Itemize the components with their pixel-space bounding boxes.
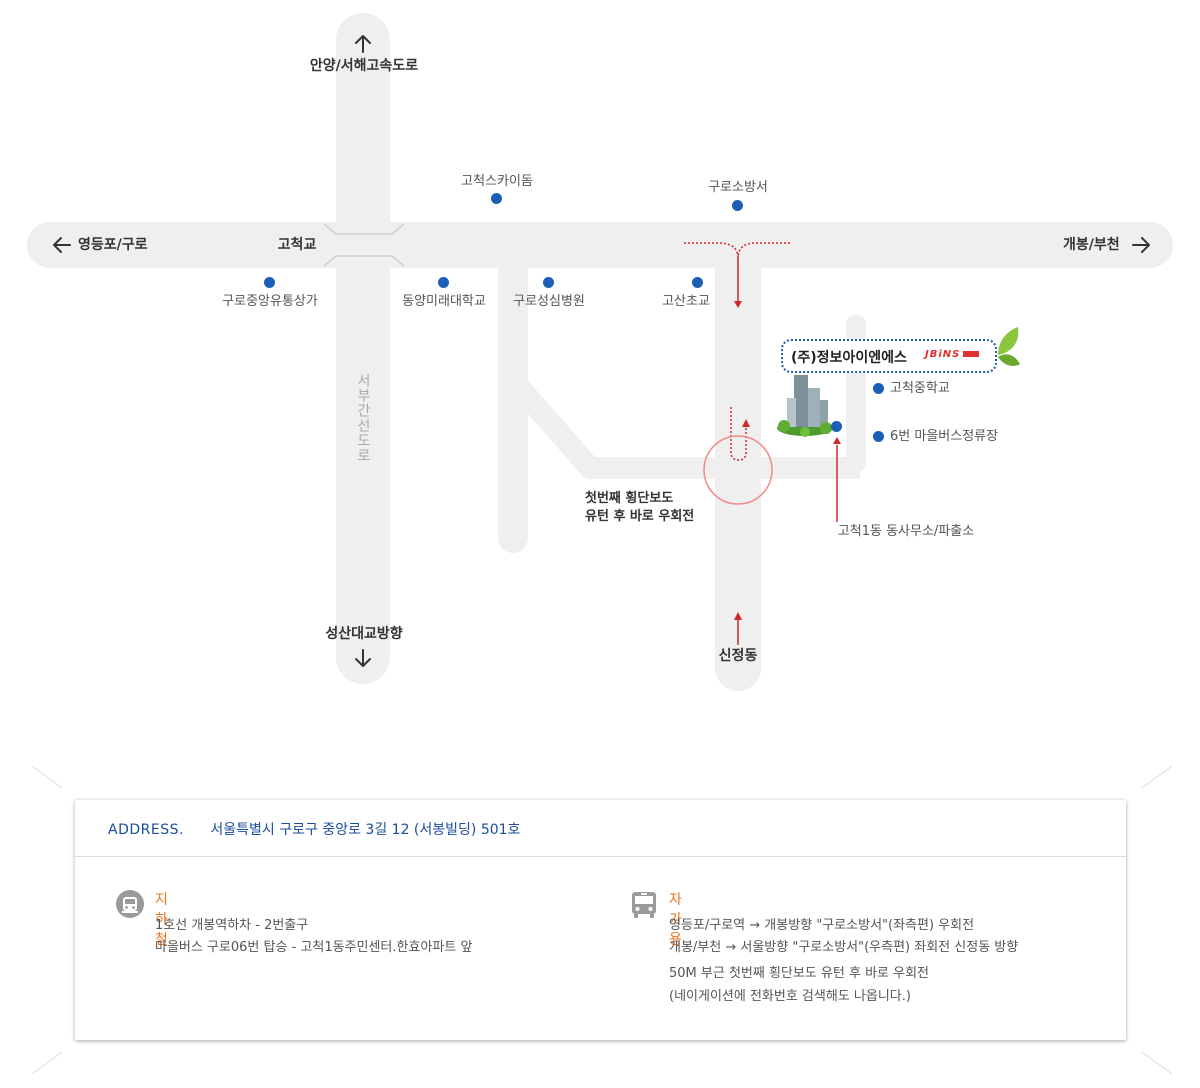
directions-info-card: ADDRESS. 서울특별시 구로구 중앙로 3길 12 (서봉빌딩) 501호… — [75, 800, 1126, 1040]
car-line-3: 50M 부근 첫번째 횡단보도 유턴 후 바로 우회전 — [669, 966, 930, 981]
seobu-road-label: 서부간선도로 — [355, 373, 371, 463]
uturn-note-line1: 첫번째 횡단보도 — [585, 491, 674, 506]
company-logo: JBiNS — [925, 349, 980, 360]
crosswalk-uturn-circle — [703, 435, 773, 505]
divider — [75, 856, 1126, 857]
company-callout: (주)정보아이엔에스 JBiNS — [781, 339, 997, 373]
market-marker — [264, 277, 275, 288]
address-label: ADDRESS. — [108, 822, 184, 838]
car-line-2: 개봉/부천 → 서울방향 "구로소방서"(우측편) 좌회전 신정동 방향 — [669, 940, 1019, 955]
subway-title: 지하철 — [155, 892, 168, 948]
bus-stop-marker-left — [831, 421, 842, 432]
direction-arrows — [53, 35, 1150, 667]
gosan-school-marker — [692, 277, 703, 288]
north-direction-label: 안양/서해고속도로 — [309, 58, 419, 74]
address-text: 서울특별시 구로구 중앙로 3길 12 (서봉빌딩) 501호 — [210, 822, 521, 838]
company-building-illustration — [777, 375, 833, 437]
leaf-icon — [998, 327, 1020, 366]
road-diagonal — [504, 372, 860, 479]
hospital-label: 구로성심병원 — [513, 294, 585, 309]
subway-icon — [116, 890, 144, 918]
skydome-label: 고척스카이돔 — [461, 174, 533, 189]
bus-stop-label: 6번 마을버스정류장 — [890, 429, 999, 444]
gocheok-bridge-label: 고척교 — [277, 237, 317, 253]
gosan-school-label: 고산초교 — [662, 294, 710, 309]
route-lines — [684, 242, 841, 645]
middle-school-label: 고척중학교 — [890, 381, 950, 396]
company-name: (주)정보아이엔에스 — [791, 350, 907, 366]
bus-stop-marker — [873, 431, 884, 442]
dongyang-marker — [438, 277, 449, 288]
address-line: ADDRESS. 서울특별시 구로구 중앙로 3길 12 (서봉빌딩) 501호 — [108, 819, 520, 839]
south-right-direction-label: 신정동 — [718, 648, 758, 664]
west-direction-label: 영등포/구로 — [78, 237, 148, 253]
subway-line-1: 1호선 개봉역하차 - 2번출구 — [155, 918, 309, 933]
car-title: 자가용 — [669, 892, 682, 948]
east-direction-label: 개봉/부천 — [1063, 237, 1120, 253]
hospital-marker — [543, 277, 554, 288]
fire-station-label: 구로소방서 — [708, 180, 768, 195]
bus-icon — [632, 892, 656, 918]
south-left-direction-label: 성산대교방향 — [325, 626, 403, 642]
middle-school-marker — [873, 383, 884, 394]
dongyang-label: 동양미래대학교 — [402, 294, 486, 309]
uturn-note-line2: 유턴 후 바로 우회전 — [585, 509, 695, 524]
fire-station-marker — [732, 200, 743, 211]
bridge-marks — [323, 223, 405, 267]
skydome-marker — [491, 193, 502, 204]
community-center-label: 고척1동 동사무소/파출소 — [837, 524, 975, 539]
subway-line-2: 마을버스 구로06번 탑승 - 고척1동주민센터.한효아파트 앞 — [155, 940, 473, 955]
market-label: 구로중앙유통상가 — [222, 294, 318, 309]
car-line-4: (네이게이션에 전화번호 검색해도 나옵니다.) — [669, 989, 911, 1004]
car-line-1: 영등포/구로역 → 개봉방향 "구로소방서"(좌측편) 우회전 — [669, 918, 975, 933]
road-network — [27, 13, 1173, 691]
location-map: 안양/서해고속도로 영등포/구로 개봉/부천 성산대교방향 신정동 고척교 서부… — [27, 13, 1173, 691]
